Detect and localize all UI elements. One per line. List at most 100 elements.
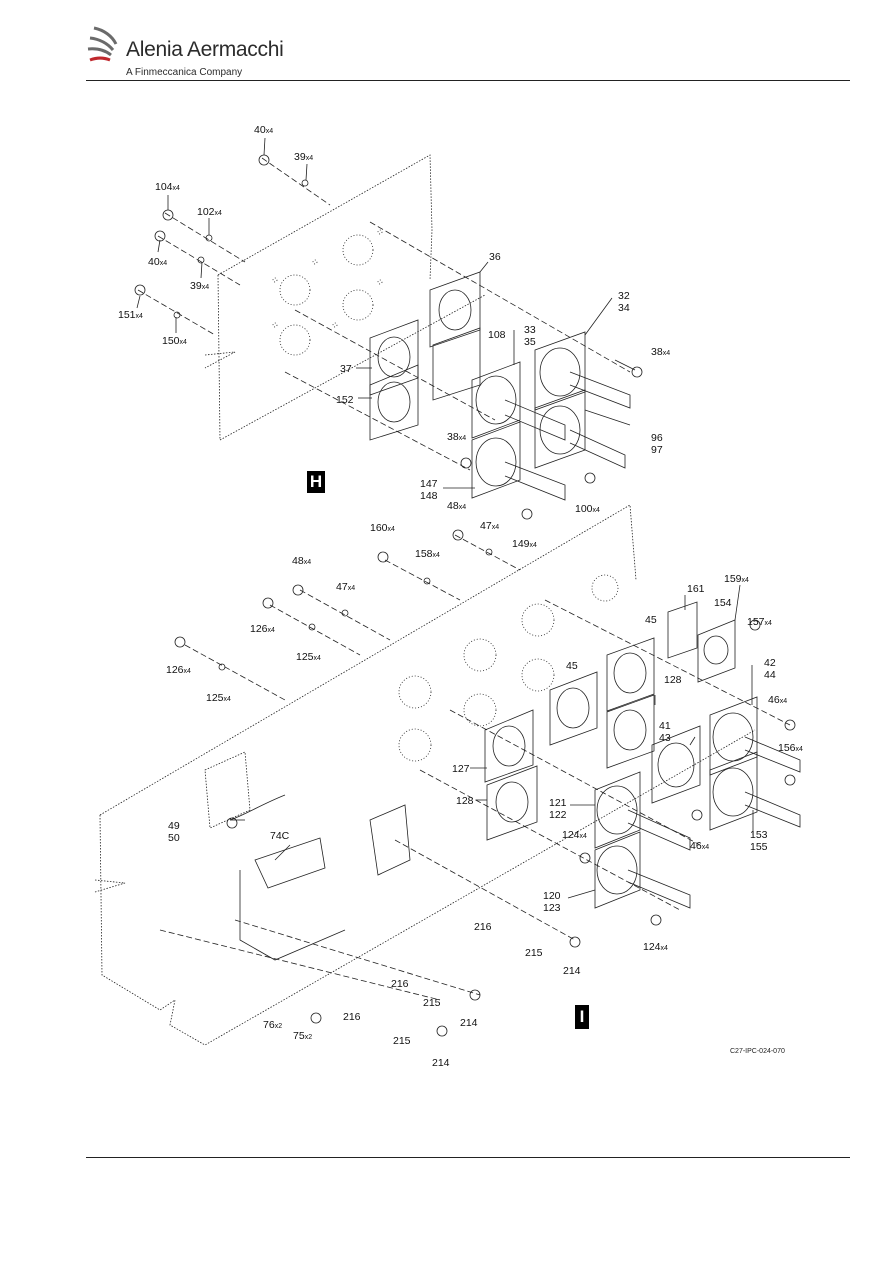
callout-c102: 102x4 [197,206,222,218]
callout-c151: 151x4 [118,309,143,321]
callout-qty: x4 [593,507,601,514]
callout-c43: 43 [659,732,671,744]
lower-panel-holes [398,574,619,762]
callout-c120: 120 [543,890,561,902]
company-logo: Alenia Aermacchi A Finmeccanica Company [86,22,286,80]
callout-qty: x4 [702,844,710,851]
callout-c44: 44 [764,669,776,681]
callout-labels: 40x439x4104x4102x440x439x4151x4150x43632… [118,124,803,1069]
callout-qty: x4 [433,552,441,559]
callout-qty: x4 [268,627,276,634]
callout-c123: 123 [543,902,561,914]
callout-c125b: 125x4 [206,692,231,704]
callout-c215c: 215 [393,1035,411,1047]
callout-c214b: 214 [460,1017,478,1029]
callout-c127: 127 [452,763,470,775]
callout-c215a: 215 [525,947,543,959]
callout-c33: 33 [524,324,536,336]
callout-qty: x4 [388,526,396,533]
callout-c148: 148 [420,490,438,502]
callout-qty: x4 [492,524,500,531]
callout-c47b: 47x4 [336,581,355,593]
callout-c104: 104x4 [155,181,180,193]
upper-connectors [471,331,631,501]
callout-qty: x4 [306,155,314,162]
callout-c124a: 124x4 [562,829,587,841]
callout-c150: 150x4 [162,335,187,347]
callout-qty: x2 [275,1023,283,1030]
callout-qty: x4 [580,833,588,840]
callout-c149: 149x4 [512,538,537,550]
callout-qty: x4 [661,945,669,952]
lower-gaskets [484,601,698,841]
lower-exploded-lines [159,534,791,1001]
callout-c96: 96 [651,432,663,444]
callout-c32: 32 [618,290,630,302]
callout-c157: 157x4 [747,616,772,628]
callout-c155: 155 [750,841,768,853]
callout-c152: 152 [336,394,354,406]
callout-qty: x4 [304,559,312,566]
callout-c216b: 216 [391,978,409,990]
callout-qty: x4 [742,577,750,584]
callout-c159: 159x4 [724,573,749,585]
callout-c41: 41 [659,720,671,732]
callout-c122: 122 [549,809,567,821]
callout-c37: 37 [340,363,352,375]
upper-gaskets [369,271,481,441]
callout-c97: 97 [651,444,663,456]
callout-qty: x4 [663,350,671,357]
footer-rule [86,1157,850,1158]
callout-c49: 49 [168,820,180,832]
callout-c45b: 45 [566,660,578,672]
callout-qty: x2 [305,1034,313,1041]
callout-c153: 153 [750,829,768,841]
callout-c75: 75x2 [293,1030,312,1042]
callout-c34: 34 [618,302,630,314]
callout-c50: 50 [168,832,180,844]
lower-panel [94,504,756,1046]
callout-qty: x4 [180,339,188,346]
callout-c215b: 215 [423,997,441,1009]
callout-qty: x4 [780,698,788,705]
company-name: Alenia Aermacchi [126,38,284,61]
company-subtitle: A Finmeccanica Company [126,67,243,78]
callout-qty: x4 [224,696,232,703]
callout-c100: 100x4 [575,503,600,515]
callout-qty: x4 [202,284,210,291]
callout-c47a: 47x4 [480,520,499,532]
callout-c42: 42 [764,657,776,669]
callout-qty: x4 [348,585,356,592]
callout-c40b: 40x4 [148,256,167,268]
callout-c126b: 126x4 [166,664,191,676]
callout-qty: x4 [136,313,144,320]
zone-h-marker: H [307,471,325,493]
callout-c38a: 38x4 [651,346,670,358]
lower-screws [174,529,796,1037]
callout-qty: x4 [160,260,168,267]
callout-c214c: 214 [432,1057,450,1069]
leader-lines [136,137,754,899]
callout-c40a: 40x4 [254,124,273,136]
callout-qty: x4 [184,668,192,675]
callout-qty: x4 [173,185,181,192]
callout-c124b: 124x4 [643,941,668,953]
upper-screws [134,154,643,520]
callout-qty: x4 [459,435,467,442]
lower-connectors [594,619,801,909]
callout-qty: x4 [266,128,274,135]
callout-c39a: 39x4 [294,151,313,163]
callout-qty: x4 [765,620,773,627]
callout-c156: 156x4 [778,742,803,754]
callout-c128b: 128 [456,795,474,807]
callout-c48b: 48x4 [292,555,311,567]
header-rule [86,80,850,81]
callout-c38b: 38x4 [447,431,466,443]
callout-c154: 154 [714,597,732,609]
callout-c216c: 216 [343,1011,361,1023]
callout-qty: x4 [314,655,322,662]
lower-bracket [204,751,411,961]
callout-c46b: 46x4 [690,840,709,852]
callout-c158: 158x4 [415,548,440,560]
